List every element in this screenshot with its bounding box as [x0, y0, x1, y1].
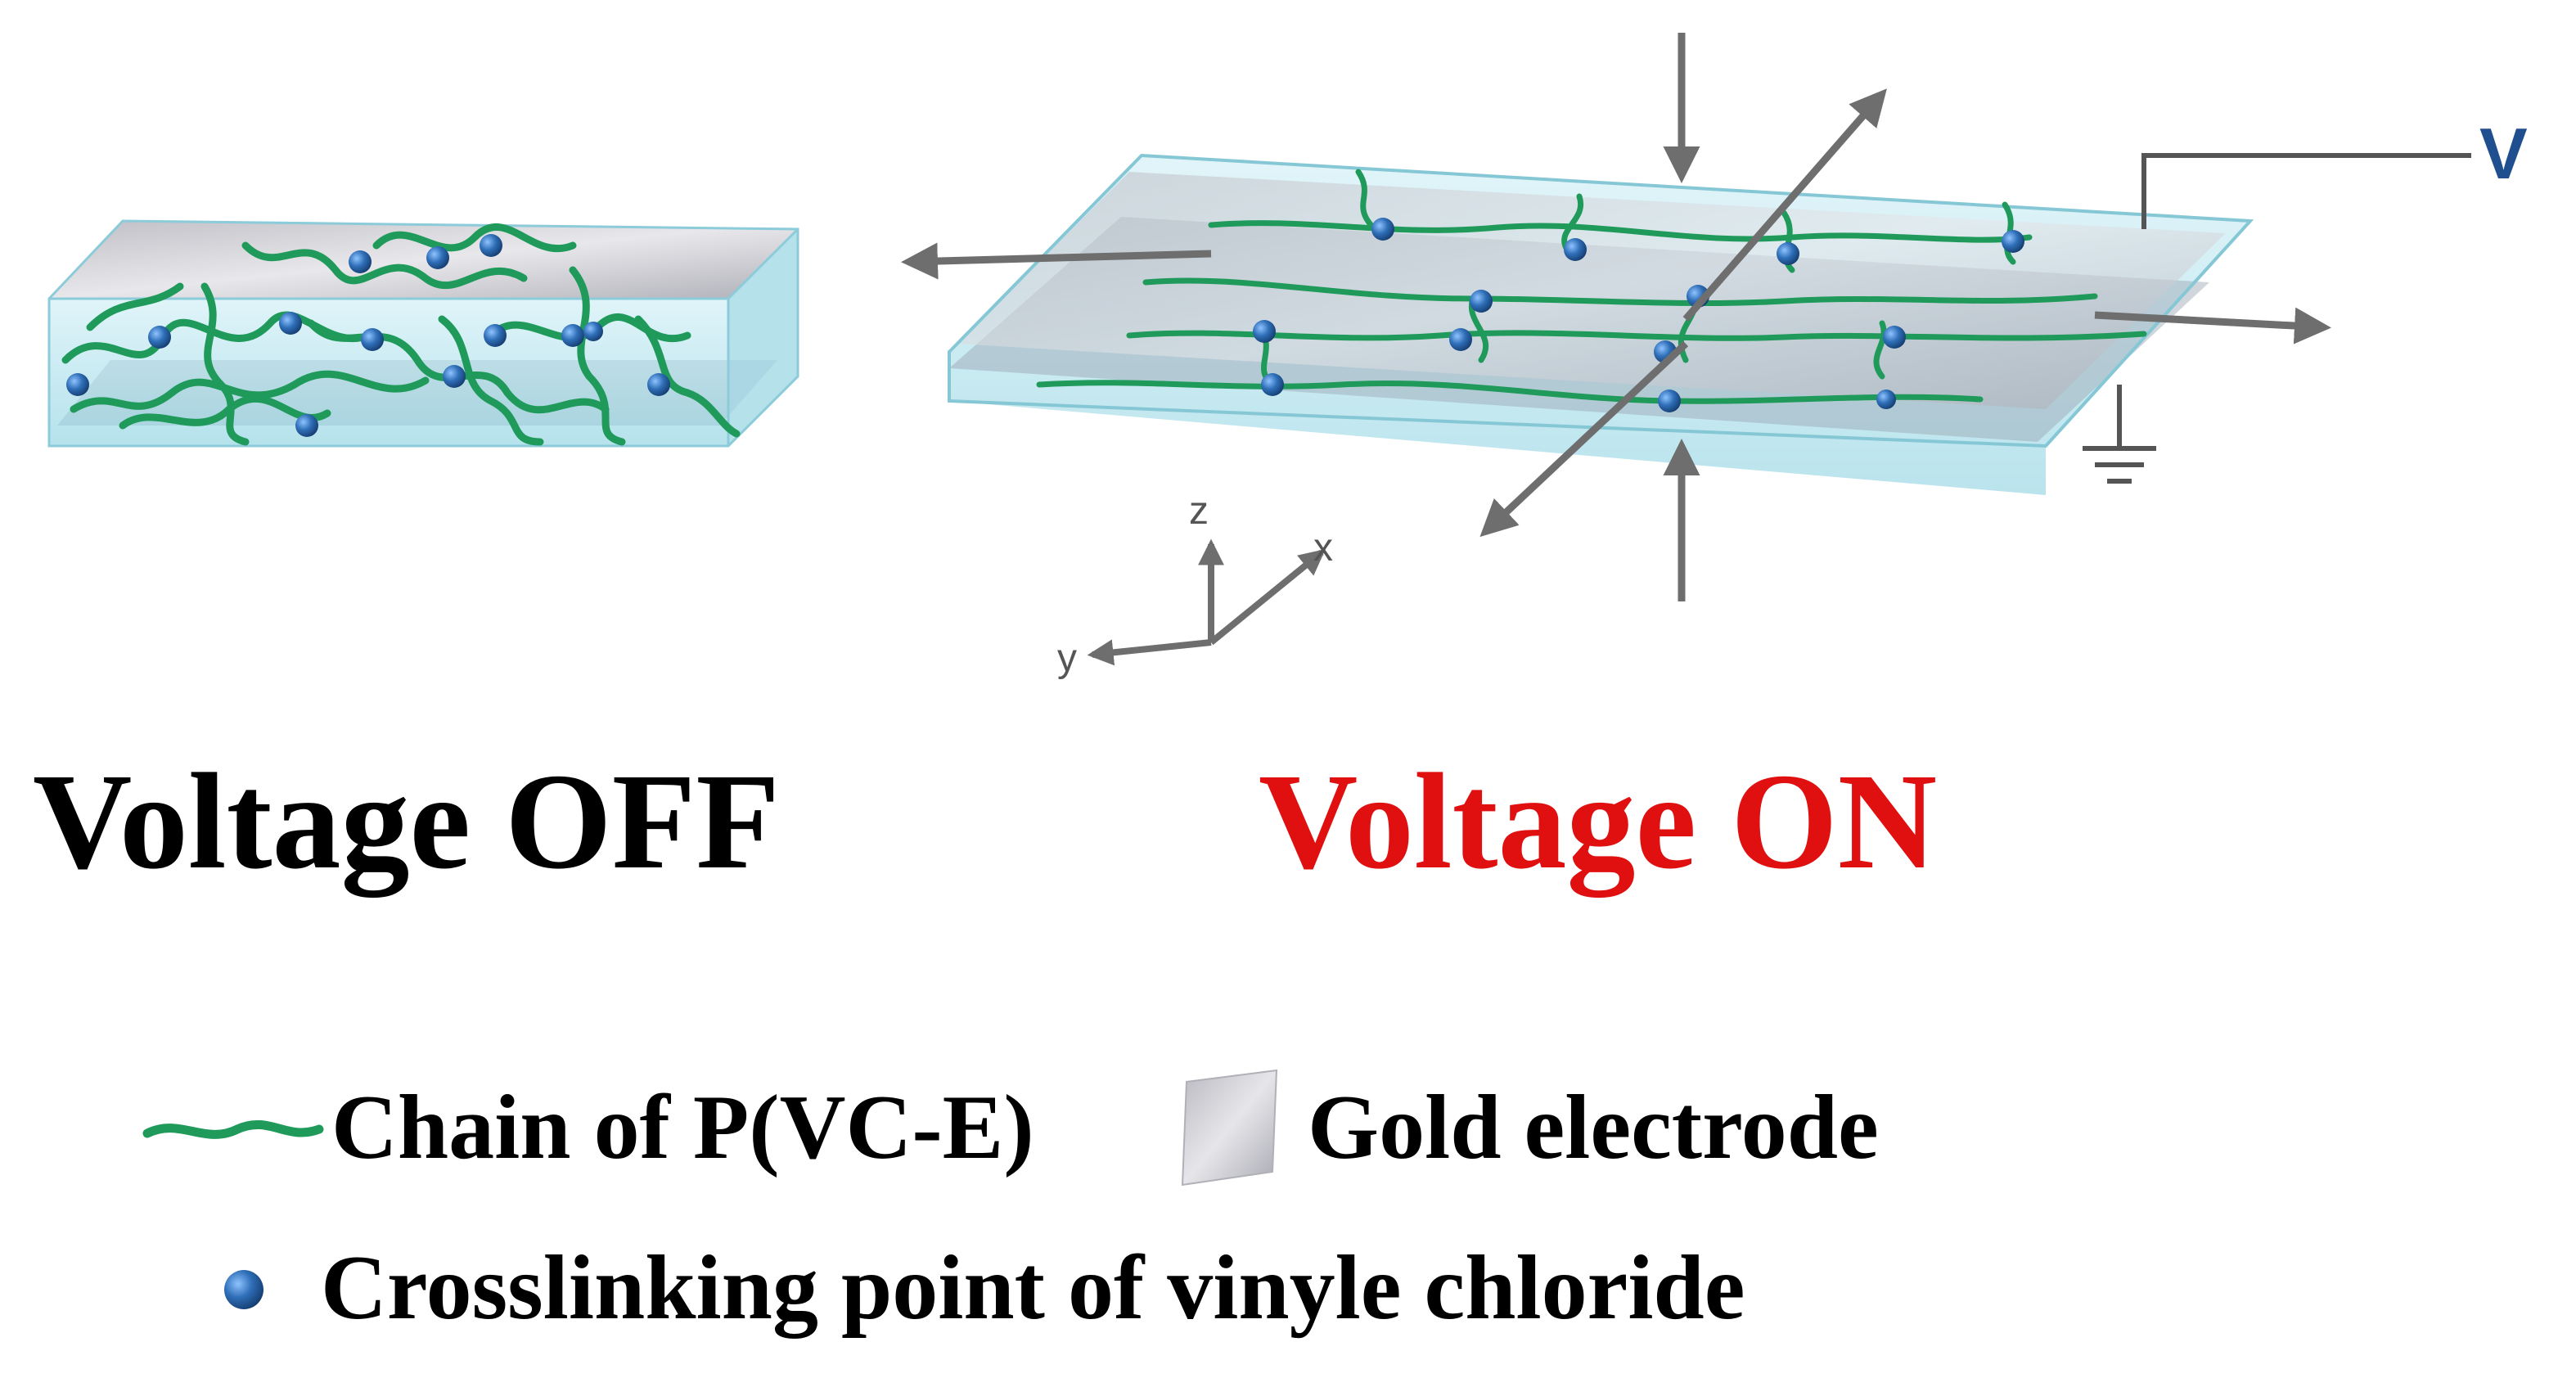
crosslink-node — [647, 373, 670, 396]
crosslink-node — [1876, 390, 1896, 409]
voltage-off-gel-block — [47, 219, 799, 448]
crosslink-node — [1253, 320, 1276, 343]
stretch-arrow-back — [1682, 88, 1887, 322]
crosslink-nodes-on — [1253, 218, 2024, 412]
axis-z-label: z — [1189, 489, 1209, 533]
crosslink-node — [426, 246, 449, 269]
crosslink-node — [148, 326, 171, 349]
crosslink-node — [1261, 373, 1284, 396]
stretch-arrow-left — [901, 242, 1212, 280]
stretch-arrow-front — [1479, 340, 1689, 538]
force-arrows — [901, 33, 2331, 601]
crosslink-node — [484, 324, 507, 347]
crosslink-node — [2002, 230, 2024, 253]
crosslink-node — [1883, 326, 1906, 349]
crosslink-node — [1777, 242, 1799, 265]
coordinate-axes — [1087, 538, 1326, 666]
legend-chain-label: Chain of P(VC-E) — [331, 1077, 1034, 1178]
voltage-wiring — [2083, 153, 2471, 484]
top-electrode-on — [957, 172, 2226, 409]
crosslink-node — [361, 328, 384, 351]
polymer-chains-on — [1036, 169, 2147, 404]
crosslink-node — [1658, 390, 1681, 412]
crosslink-node — [480, 234, 502, 257]
axis-y-label: y — [1057, 637, 1077, 680]
crosslink-node — [443, 365, 466, 388]
axis-y-line — [1087, 639, 1212, 666]
axis-x-label: x — [1313, 526, 1333, 570]
legend-chain-icon — [142, 1120, 324, 1139]
crosslink-node — [1371, 218, 1394, 241]
crosslink-node — [279, 312, 302, 335]
top-electrode-off — [49, 221, 798, 299]
voltage-source-label: V — [2479, 113, 2528, 194]
crosslink-node — [295, 414, 318, 437]
crosslink-node — [561, 324, 584, 347]
gel-side-face-off — [728, 229, 798, 446]
crosslink-node — [1564, 238, 1587, 261]
voltage-on-caption: Voltage ON — [1259, 745, 1938, 898]
crosslink-node — [583, 322, 603, 341]
crosslink-node — [349, 250, 372, 273]
legend-crosslink-label: Crosslinking point of vinyle chloride — [321, 1237, 1745, 1339]
crosslink-node — [1470, 290, 1493, 313]
legend-gold-electrode-label: Gold electrode — [1308, 1077, 1879, 1178]
crosslink-nodes-off — [66, 234, 670, 437]
crosslink-node — [1449, 328, 1472, 351]
legend-gold-electrode-icon — [1181, 1069, 1278, 1187]
axis-x-line — [1209, 548, 1326, 646]
legend-crosslink-icon — [224, 1270, 263, 1309]
stretch-arrow-right — [2094, 307, 2331, 344]
voltage-on-gel-block: V — [901, 33, 2528, 601]
crosslink-node — [66, 373, 89, 396]
voltage-off-caption: Voltage OFF — [33, 745, 781, 898]
